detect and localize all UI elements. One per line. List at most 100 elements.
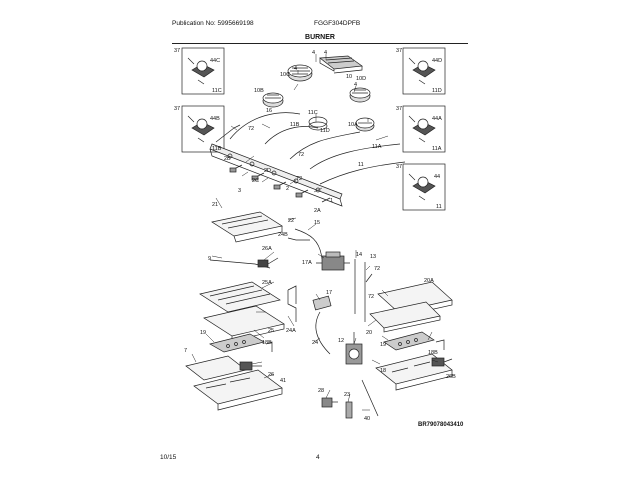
- igniter-26b: [431, 357, 453, 367]
- burner-parts-diagram: 37 44C 11C 37 44B 11B 37 44D 11D 37 44A …: [174, 47, 464, 428]
- callout: 26A: [262, 246, 272, 252]
- callout: 11C: [212, 88, 222, 94]
- callout: 25: [268, 328, 274, 334]
- callout: 11B: [212, 146, 222, 152]
- callout: 20: [366, 330, 372, 336]
- bracket-24a: [287, 285, 297, 322]
- burner-head-10d: [319, 55, 363, 74]
- burner-cap-11c-mid: [308, 116, 328, 131]
- callout: 2B: [224, 156, 231, 162]
- callout: 11: [358, 162, 364, 168]
- callout: 14: [356, 252, 362, 258]
- callout: 11A: [372, 144, 382, 150]
- callout: 37: [396, 48, 402, 54]
- inset-box-11a: [402, 105, 446, 153]
- callout: 10B: [254, 88, 264, 94]
- callout: 19: [200, 330, 206, 336]
- callout: 72: [374, 266, 380, 272]
- inset-box-11c: [181, 47, 225, 95]
- gas-tubes: [229, 112, 406, 185]
- callout: 10D: [356, 76, 366, 82]
- callout: 23: [344, 392, 350, 398]
- callout: 15: [314, 220, 320, 226]
- callout: 11C: [308, 110, 318, 116]
- callout: 18: [380, 368, 386, 374]
- inset-box-11: [402, 163, 446, 211]
- burner-head-10b: [262, 92, 284, 108]
- inset-box-11d: [402, 47, 446, 95]
- callout: 24A: [286, 328, 296, 334]
- oven-burner-19: [383, 331, 435, 351]
- callout: 2D: [264, 168, 271, 174]
- callout: 4: [324, 50, 327, 56]
- callout: 24: [312, 340, 318, 346]
- footer-date: 10/15: [160, 454, 177, 461]
- part-23: [345, 401, 353, 419]
- callout: 4: [354, 82, 357, 88]
- callout: 44A: [432, 116, 442, 122]
- model-number: FGGF304DPFB: [314, 20, 361, 27]
- callout: 10A: [348, 122, 358, 128]
- callout: 28: [318, 388, 324, 394]
- callout: 41: [280, 378, 286, 384]
- part-28: [321, 397, 338, 408]
- callout: 37: [174, 48, 180, 54]
- callout: 26B: [446, 374, 456, 380]
- callout: 3: [238, 188, 241, 194]
- burner-head-10a: [355, 117, 375, 132]
- callout: 11: [436, 204, 442, 210]
- valve-12: [345, 332, 363, 365]
- callout: 20A: [424, 278, 434, 284]
- callout: 17: [326, 290, 332, 296]
- header-divider: [172, 43, 468, 44]
- callout: 44B: [210, 116, 220, 122]
- callout: 44D: [432, 58, 442, 64]
- part-18b-right: [435, 339, 445, 350]
- callout: 4: [312, 50, 315, 56]
- bottom-panel-41: [193, 369, 283, 411]
- oven-panel-20: [369, 301, 441, 333]
- page-number: 4: [316, 454, 320, 461]
- callout: 25A: [262, 280, 272, 286]
- callout: 72: [368, 294, 374, 300]
- callout: 11D: [432, 88, 442, 94]
- panel-25a: [199, 281, 281, 313]
- callout: 44: [434, 174, 440, 180]
- callout: 4: [294, 66, 297, 72]
- igniter-26: [239, 361, 262, 371]
- section-title: BURNER: [305, 34, 335, 41]
- callout: 2A: [314, 208, 321, 214]
- callout: 11B: [290, 122, 300, 128]
- callout: 40: [364, 416, 370, 422]
- leader-lines: [191, 54, 439, 411]
- broil-burner-19: [209, 333, 265, 353]
- callout: 17A: [302, 260, 312, 266]
- callout: 26: [268, 372, 274, 378]
- callout: 7: [184, 348, 187, 354]
- tube-15: [294, 228, 323, 260]
- callout: 21: [212, 202, 218, 208]
- part-24b: [287, 237, 310, 241]
- callout: 9: [208, 256, 211, 262]
- callout: 16: [266, 108, 272, 114]
- tube-24: [315, 311, 331, 355]
- callout: 19: [380, 342, 386, 348]
- callout: 18B: [262, 340, 272, 346]
- callout: 72: [296, 176, 302, 182]
- callout: 10: [346, 74, 352, 80]
- part-17: [312, 295, 332, 311]
- part-40: [361, 379, 379, 417]
- burner-head-10: [349, 87, 371, 103]
- callout: 10C: [280, 72, 290, 78]
- regulator-17a: [316, 251, 350, 271]
- publication-number: Publication No: 5995669198: [172, 20, 254, 27]
- callout: 24B: [278, 232, 288, 238]
- callout: 37: [174, 106, 180, 112]
- tube-16: [215, 124, 241, 143]
- callout: 2C: [252, 178, 259, 184]
- callout: 72: [298, 152, 304, 158]
- callout: 2: [286, 186, 289, 192]
- callout: 37: [396, 164, 402, 170]
- tubes-13-14: [354, 259, 373, 322]
- callout: 13: [370, 254, 376, 260]
